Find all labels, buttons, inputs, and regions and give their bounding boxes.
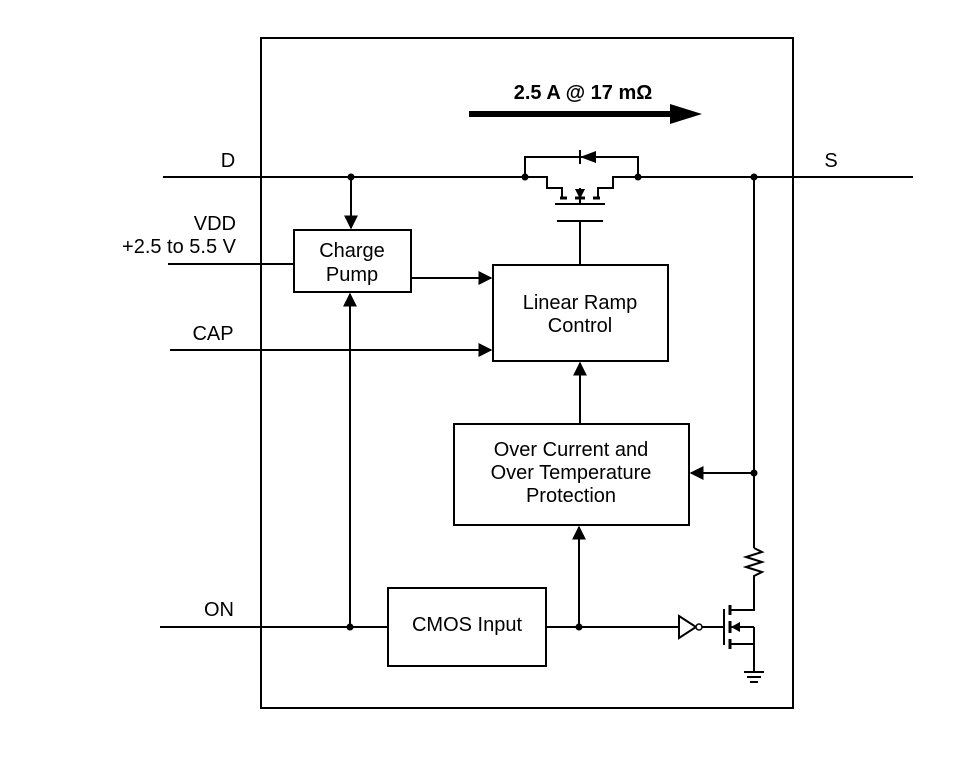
linear-ramp-label: Control — [548, 315, 612, 337]
cmos-input-block — [387, 587, 547, 667]
current-flow-arrowhead — [670, 104, 702, 124]
inverter-icon — [678, 614, 724, 640]
pin-d-label: D — [221, 150, 235, 172]
protection-label: Protection — [526, 485, 616, 507]
pin-vdd-label: VDD — [194, 213, 236, 235]
vdd-range-label: +2.5 to 5.5 V — [122, 236, 237, 258]
charge-pump-block — [293, 229, 412, 293]
linear-ramp-label: Linear Ramp — [523, 292, 638, 314]
charge-pump-label: Charge — [319, 240, 385, 262]
charge-pump-label: Pump — [326, 264, 378, 286]
linear-ramp-block — [492, 264, 669, 362]
current-rating-label: 2.5 A @ 17 mΩ — [514, 82, 653, 104]
power-mosfet-icon — [524, 150, 639, 265]
chip-outline — [260, 37, 794, 709]
protection-label: Over Current and — [494, 439, 649, 461]
cmos-input-label: CMOS Input — [412, 614, 522, 636]
protection-label: Over Temperature — [491, 462, 652, 484]
discharge-mosfet-icon — [723, 600, 755, 672]
pin-s-label: S — [824, 150, 837, 172]
resistor-icon — [742, 547, 766, 600]
ground-icon — [744, 671, 764, 683]
pin-on-label: ON — [204, 599, 234, 621]
protection-block — [453, 423, 690, 526]
pin-cap-label: CAP — [192, 323, 233, 345]
